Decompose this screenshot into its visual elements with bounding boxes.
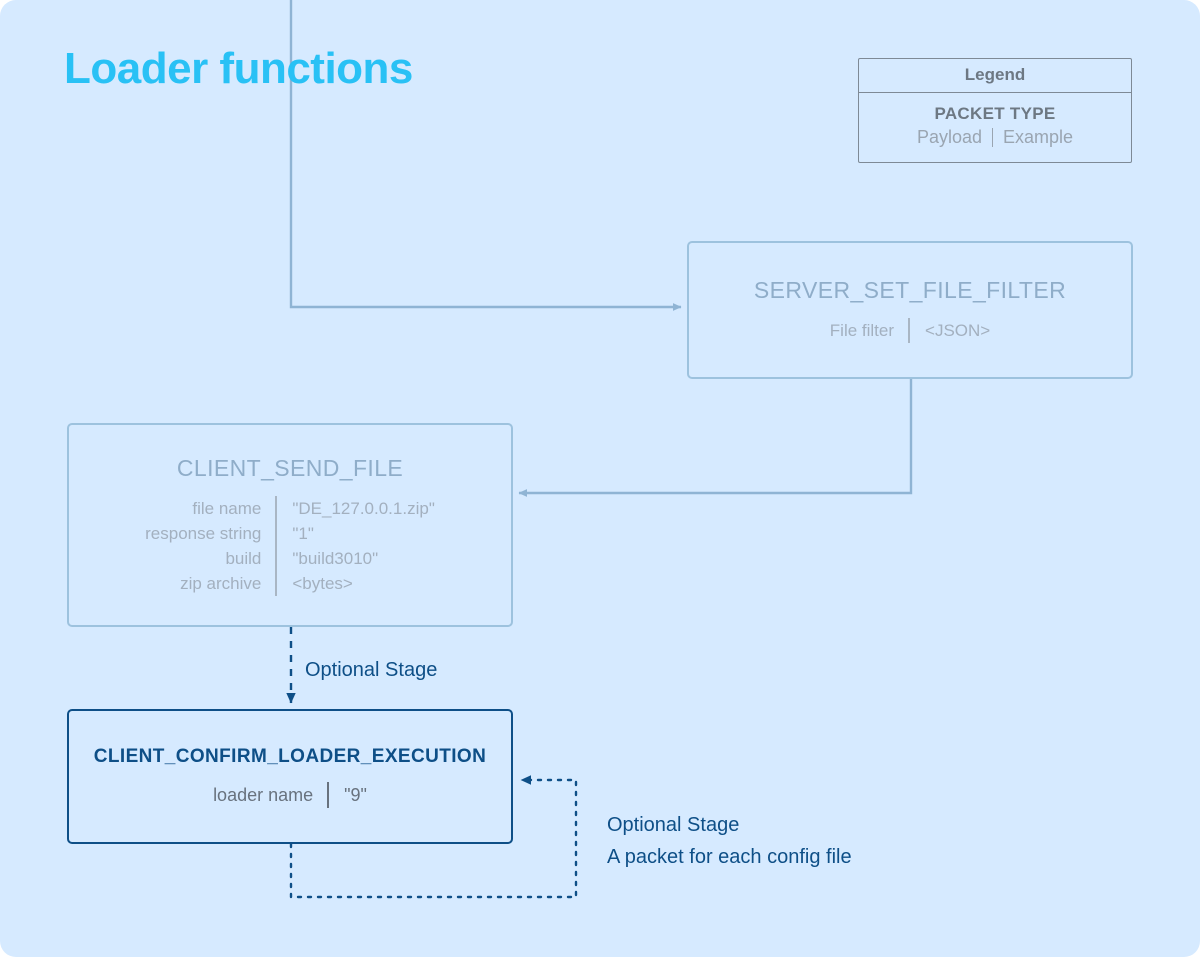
- legend-body: PACKET TYPE Payload Example: [859, 93, 1131, 162]
- legend: Legend PACKET TYPE Payload Example: [858, 58, 1132, 163]
- packet-field-values: "DE_127.0.0.1.zip" "1" "build3010" <byte…: [275, 495, 435, 596]
- annotation-line-2: A packet for each config file: [607, 846, 852, 868]
- field-value: <JSON>: [925, 321, 991, 340]
- packet-title: CLIENT_CONFIRM_LOADER_EXECUTION: [93, 745, 487, 767]
- legend-payload-example-row: Payload Example: [859, 127, 1131, 148]
- packet-fields: file name response string build zip arch…: [145, 495, 435, 596]
- packet-fields: loader name "9": [213, 781, 367, 808]
- field-key: build: [225, 548, 262, 568]
- field-value: "1": [292, 523, 314, 543]
- legend-header: Legend: [859, 59, 1131, 93]
- packet-field-keys: File filter: [830, 318, 908, 343]
- packet-box-client-send-file[interactable]: CLIENT_SEND_FILE file name response stri…: [67, 423, 513, 627]
- annotation-optional-stage-2: Optional Stage A packet for each config …: [607, 809, 852, 873]
- field-value: "build3010": [292, 548, 379, 568]
- field-key: file name: [192, 498, 262, 518]
- annotation-line-1: Optional Stage: [607, 814, 740, 836]
- legend-separator-divider: [992, 128, 994, 147]
- packet-box-client-confirm-loader-execution[interactable]: CLIENT_CONFIRM_LOADER_EXECUTION loader n…: [67, 709, 513, 844]
- packet-field-keys: loader name: [213, 782, 327, 808]
- packet-fields: File filter <JSON>: [830, 318, 990, 343]
- packet-title: CLIENT_SEND_FILE: [176, 454, 404, 481]
- field-value: "9": [344, 784, 367, 805]
- packet-box-server-set-file-filter[interactable]: SERVER_SET_FILE_FILTER File filter <JSON…: [687, 241, 1133, 379]
- packet-field-values: <JSON>: [908, 318, 990, 343]
- legend-example-label: Example: [1003, 127, 1074, 147]
- legend-payload-label: Payload: [916, 127, 983, 147]
- field-key: response string: [145, 523, 262, 543]
- legend-packet-type-label: PACKET TYPE: [934, 104, 1056, 123]
- field-value: "DE_127.0.0.1.zip": [292, 498, 435, 518]
- page-title: Loader functions: [64, 44, 413, 93]
- annotation-optional-stage-1: Optional Stage: [305, 659, 438, 681]
- packet-field-values: "9": [327, 781, 367, 808]
- packet-title: SERVER_SET_FILE_FILTER: [753, 277, 1067, 303]
- field-value: <bytes>: [292, 573, 353, 593]
- wire-server-filter-to-send-file: [518, 379, 913, 497]
- field-key: File filter: [829, 321, 895, 340]
- packet-field-keys: file name response string build zip arch…: [145, 496, 275, 596]
- field-key: zip archive: [180, 573, 262, 593]
- field-key: loader name: [213, 784, 314, 805]
